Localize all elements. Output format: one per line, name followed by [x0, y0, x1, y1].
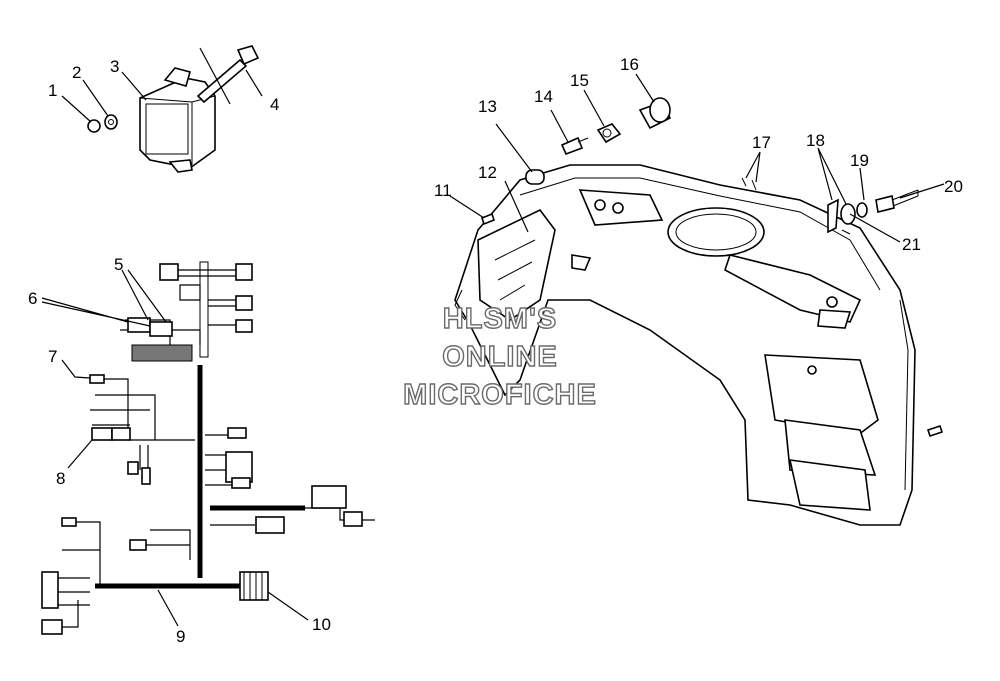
callout-15: 15 [570, 71, 589, 90]
callout-1: 1 [48, 81, 57, 100]
callout-10: 10 [312, 615, 331, 634]
control-module-assembly [87, 45, 260, 173]
callout-20: 20 [944, 177, 963, 196]
callout-4: 4 [270, 95, 279, 114]
callout-16: 16 [620, 55, 639, 74]
callout-13: 13 [478, 97, 497, 116]
callout-2: 2 [72, 63, 81, 82]
wiring-harness [41, 261, 375, 635]
callout-5: 5 [114, 255, 123, 274]
callout-9: 9 [176, 627, 185, 646]
watermark-line-1: HLSM'S [443, 303, 557, 335]
callout-17: 17 [752, 133, 771, 152]
watermark: HLSM'S ONLINE MICROFICHE [402, 302, 597, 411]
callout-21: 21 [902, 235, 921, 254]
callout-18: 18 [806, 131, 825, 150]
callout-labels: 1 2 3 4 5 6 7 8 9 10 11 12 13 14 15 16 1… [28, 55, 963, 646]
callout-3: 3 [110, 57, 119, 76]
callout-12: 12 [478, 163, 497, 182]
watermark-line-3: MICROFICHE [403, 379, 597, 411]
callout-7: 7 [48, 347, 57, 366]
callout-14: 14 [534, 87, 553, 106]
watermark-line-2: ONLINE [442, 341, 558, 373]
callout-8: 8 [56, 469, 65, 488]
callout-19: 19 [850, 151, 869, 170]
leader-lines [41, 47, 945, 627]
callout-6: 6 [28, 289, 37, 308]
dashboard-console [454, 97, 944, 526]
callout-11: 11 [434, 181, 452, 200]
